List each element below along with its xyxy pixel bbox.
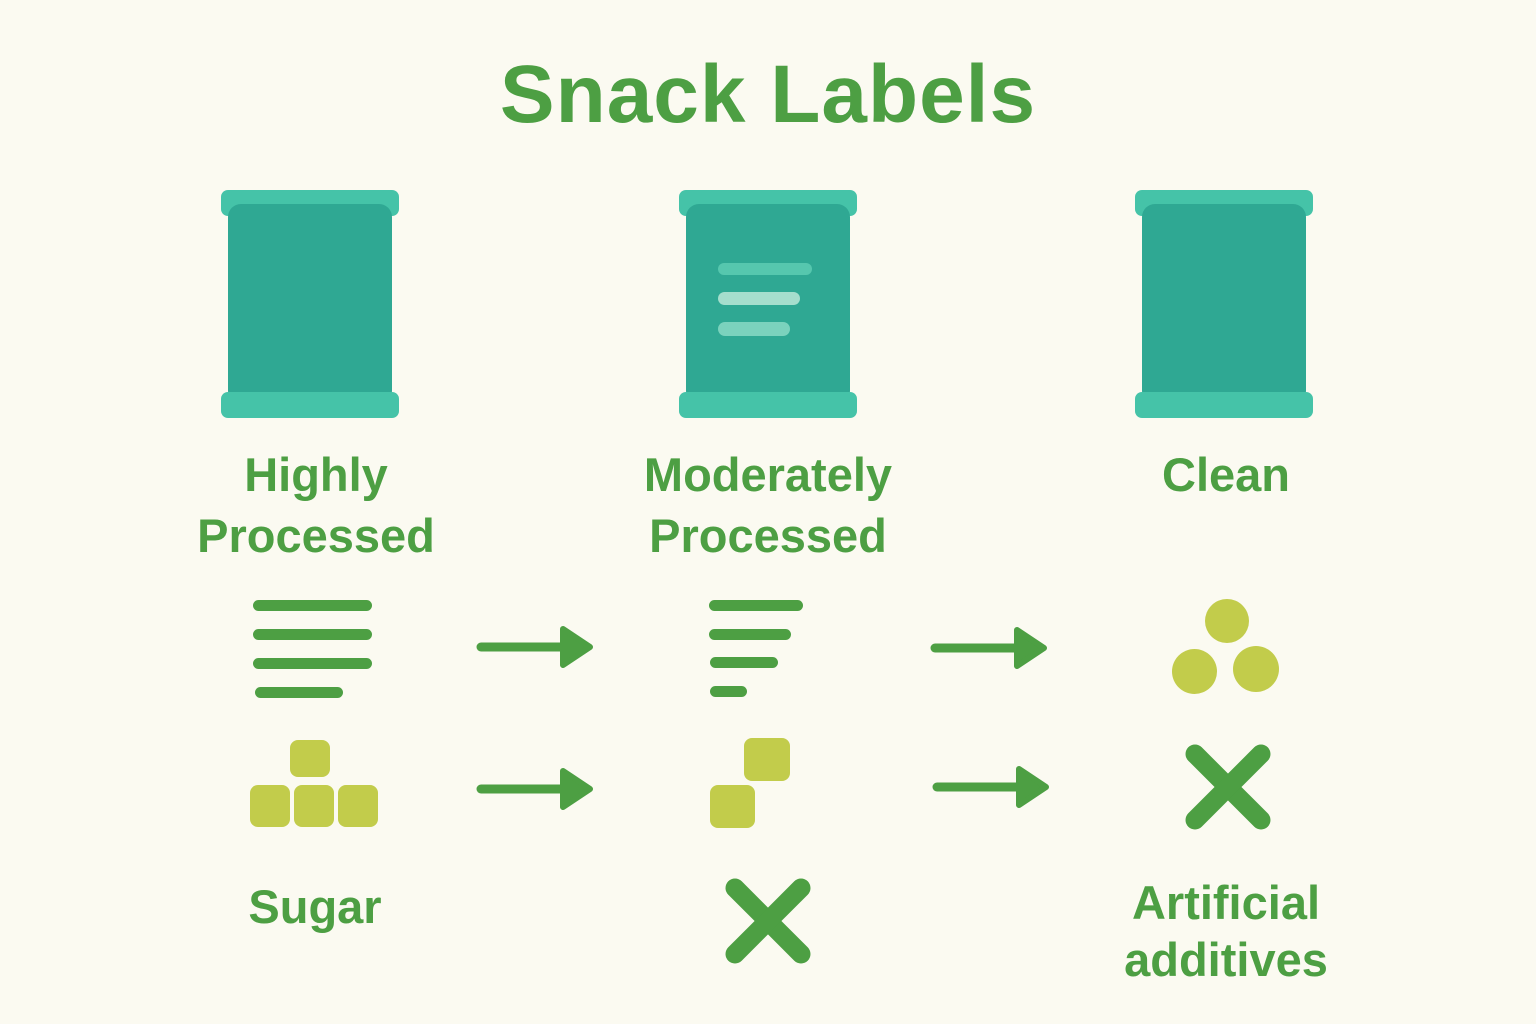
- ingredient-line: [253, 658, 372, 669]
- ingredient-line: [253, 629, 372, 640]
- ingredient-line: [710, 686, 747, 697]
- ingredient-line: [709, 600, 803, 611]
- ingredient-line: [709, 629, 791, 640]
- sugar-cube: [290, 740, 330, 777]
- x-mark-icon: [725, 878, 811, 964]
- ingredient-dot: [1172, 649, 1217, 694]
- right-arrow-icon: [476, 768, 593, 810]
- column-label-highly-processed: Highly Processed: [136, 444, 496, 566]
- sugar-cube: [250, 785, 290, 827]
- bag-label-line-icon: [718, 263, 812, 275]
- x-mark-icon: [1185, 744, 1271, 830]
- right-arrow-icon: [930, 627, 1047, 669]
- column-label-moderately-processed: Moderately Processed: [588, 444, 948, 566]
- sugar-cubes-four-icon: [250, 740, 378, 830]
- bag-crimp-bottom: [221, 392, 399, 418]
- natural-ingredient-dots-icon: [1170, 596, 1282, 698]
- ingredient-dot: [1205, 599, 1249, 643]
- sugar-cube: [338, 785, 378, 827]
- right-arrow-icon: [932, 766, 1049, 808]
- label-line: Clean: [1162, 448, 1290, 501]
- column-label-clean: Clean: [1046, 444, 1406, 505]
- label-line: Highly: [244, 448, 388, 501]
- sugar-cube: [710, 785, 755, 828]
- ingredient-dot: [1233, 646, 1279, 692]
- sugar-cubes-two-icon: [710, 738, 800, 830]
- right-arrow-icon: [476, 626, 593, 668]
- ingredient-line: [255, 687, 343, 698]
- bag-label-line-icon: [718, 292, 800, 305]
- caption-line: Artificial: [1131, 876, 1321, 929]
- caption-artificial-additives: Artificial additives: [1046, 874, 1406, 988]
- page-title: Snack Labels: [499, 49, 1037, 140]
- caption-sugar: Sugar: [165, 878, 465, 935]
- label-line: Moderately: [643, 448, 893, 501]
- sugar-cube: [294, 785, 334, 827]
- label-line: Processed: [197, 509, 435, 562]
- bag-body: [228, 204, 392, 404]
- snack-bag-plain-icon: [1135, 190, 1313, 418]
- bag-crimp-bottom: [1135, 392, 1313, 418]
- sugar-cube: [744, 738, 790, 781]
- snack-bag-labeled-icon: [679, 190, 857, 418]
- ingredient-line: [710, 657, 778, 668]
- bag-label-line-icon: [718, 322, 790, 336]
- ingredient-line: [253, 600, 372, 611]
- ingredient-list-short-icon: [709, 600, 831, 700]
- bag-body: [1142, 204, 1306, 404]
- bag-crimp-bottom: [679, 392, 857, 418]
- label-line: Processed: [649, 509, 887, 562]
- snack-bag-plain-icon: [221, 190, 399, 418]
- caption-line: additives: [1124, 933, 1328, 986]
- ingredient-list-long-icon: [253, 600, 375, 700]
- caption-line: Sugar: [248, 880, 382, 933]
